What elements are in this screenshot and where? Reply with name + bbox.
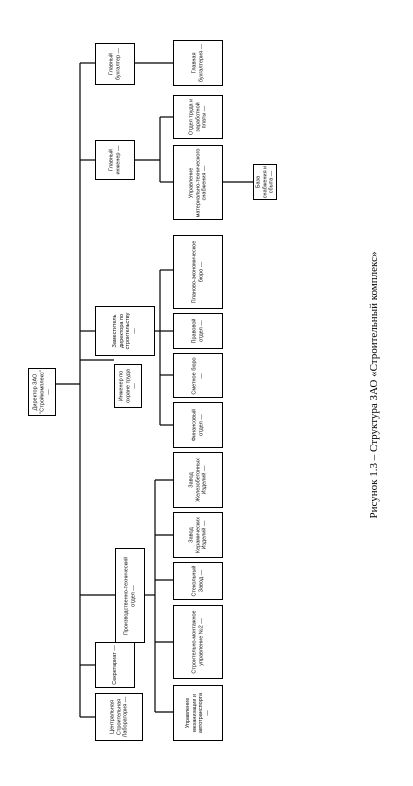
- node-director: Директор ЗАО "Стройкомплекс" —: [28, 368, 56, 416]
- node-construction-dept-label: Строительно-монтажное управление №2 —: [191, 610, 205, 674]
- node-labor-pay-dept: Отдел труда и заработной платы —: [173, 95, 223, 139]
- node-supply-base: База снабжения и сбыта —: [253, 164, 277, 200]
- node-supply-mgmt: Управление материально-технического снаб…: [173, 145, 223, 220]
- node-deputy-director-label: Заместитель директора по строительству —: [112, 312, 138, 350]
- node-construction-dept: Строительно-монтажное управление №2 —: [173, 605, 223, 679]
- node-chief-accountant-label: Главный бухгалтер —: [108, 47, 122, 81]
- node-central-lab-label: Центральная Строительная Лаборатория —: [109, 696, 129, 738]
- node-planning-bureau: Планово-экономическое бюро —: [173, 235, 223, 309]
- node-production-dept-label: Производственно-технический отдел —: [123, 556, 137, 635]
- node-accounting: Главная бухгалтерия —: [173, 40, 223, 86]
- node-ceramic-plant: Завод Керамических Изделий —: [173, 512, 223, 558]
- node-planning-bureau-label: Планово-экономическое бюро —: [191, 240, 205, 304]
- node-labor-pay-dept-label: Отдел труда и заработной платы —: [188, 98, 208, 136]
- node-concrete-plant: Завод Железобетонных Изделий —: [173, 452, 223, 508]
- node-chief-accountant: Главный бухгалтер —: [95, 43, 135, 85]
- node-mechanization-dept: Управление механизации и автотранспорта …: [173, 685, 223, 741]
- node-legal-dept: Правовой отдел —: [173, 313, 223, 349]
- node-secretariat: Секретариат —: [95, 642, 135, 688]
- node-legal-dept-label: Правовой отдел —: [191, 318, 205, 344]
- node-glass-plant: Стекольный Завод —: [173, 562, 223, 600]
- node-finance-dept-label: Финансовый отдел —: [191, 408, 205, 442]
- node-accounting-label: Главная бухгалтерия —: [191, 43, 205, 83]
- node-production-dept: Производственно-технический отдел —: [115, 548, 145, 643]
- node-ceramic-plant-label: Завод Керамических Изделий —: [188, 516, 208, 554]
- node-central-lab: Центральная Строительная Лаборатория —: [95, 693, 143, 741]
- node-estimate-bureau-label: Сметное бюро —: [191, 356, 205, 395]
- node-labor-engineer: Инженер по охране труда —: [114, 364, 142, 408]
- node-supply-base-label: База снабжения и сбыта —: [255, 165, 275, 199]
- node-finance-dept: Финансовый отдел —: [173, 402, 223, 448]
- node-concrete-plant-label: Завод Железобетонных Изделий —: [188, 458, 208, 502]
- node-director-label: Директор ЗАО "Стройкомплекс" —: [32, 370, 52, 414]
- node-chief-engineer-label: Главный инженер —: [108, 145, 122, 175]
- node-supply-mgmt-label: Управление материально-технического снаб…: [188, 148, 208, 217]
- figure-caption: Рисунок 1.3 – Структура ЗАО «Строительны…: [368, 251, 380, 519]
- node-mechanization-dept-label: Управление механизации и автотранспорта …: [185, 692, 211, 734]
- node-estimate-bureau: Сметное бюро —: [173, 353, 223, 398]
- node-secretariat-label: Секретариат —: [111, 645, 118, 685]
- node-glass-plant-label: Стекольный Завод —: [191, 565, 205, 597]
- node-labor-engineer-label: Инженер по охране труда —: [118, 369, 138, 403]
- node-deputy-director: Заместитель директора по строительству —: [95, 306, 155, 356]
- node-chief-engineer: Главный инженер —: [95, 140, 135, 180]
